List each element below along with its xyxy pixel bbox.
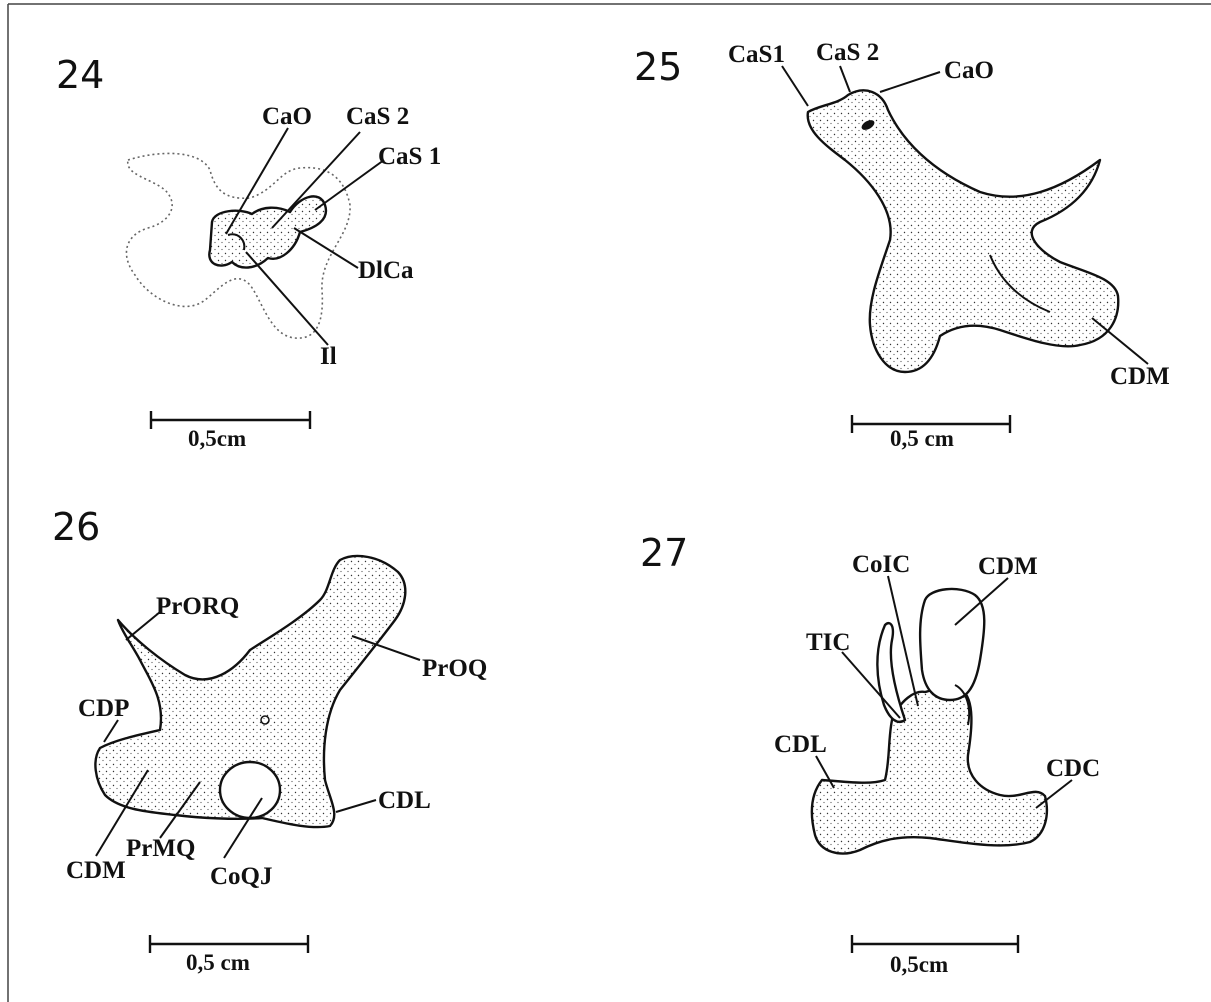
label-24-cao: CaO (262, 103, 312, 130)
figure-24-number: 24 (56, 53, 104, 97)
leader-26-cdp (104, 720, 118, 742)
figure-26-number: 26 (52, 505, 100, 549)
figure-25-scale-label: 0,5 cm (890, 426, 954, 451)
label-27-cdc: CDC (1046, 755, 1100, 782)
figure-25-bone (808, 90, 1119, 372)
leader-26-cdl (336, 800, 376, 812)
label-26-cdm: CDM (66, 857, 126, 884)
label-25-cao: CaO (944, 57, 994, 84)
figure-24-scale-label: 0,5cm (188, 426, 246, 451)
leader-25-cas1 (782, 66, 808, 106)
figure-27-scale-label: 0,5cm (890, 952, 948, 977)
label-27-cdl: CDL (774, 731, 827, 758)
label-26-proq: PrOQ (422, 655, 487, 682)
label-24-il: Il (320, 343, 337, 370)
label-27-coic: CoIC (852, 551, 910, 578)
leader-25-cdm (1092, 318, 1148, 364)
figure-25-number: 25 (634, 45, 682, 89)
figure-24: 24 CaO CaS 2 CaS 1 DlCa Il 0,5cm (56, 53, 441, 451)
figure-26: 26 PrORQ PrOQ CDP CDL CDM PrMQ CoQJ 0,5 … (52, 505, 487, 975)
leader-25-cao (880, 72, 940, 92)
label-26-prmq: PrMQ (126, 835, 195, 862)
label-27-tic: TIC (806, 629, 850, 656)
label-24-cas1: CaS 1 (378, 143, 441, 170)
label-24-cas2: CaS 2 (346, 103, 409, 130)
label-26-cdl: CDL (378, 787, 431, 814)
figure-26-condyle (220, 762, 280, 818)
figure-27-cdm-process (920, 589, 984, 700)
label-24-dlca: DlCa (358, 257, 414, 284)
figure-27-number: 27 (640, 531, 688, 575)
leader-24-dlca (294, 228, 358, 268)
figure-27-bone (812, 686, 1047, 854)
leader-26-prorq (126, 612, 160, 640)
figure-27-scale-bar (852, 935, 1018, 953)
label-25-cas1: CaS1 (728, 41, 785, 68)
label-26-coqj: CoQJ (210, 863, 273, 890)
figure-27: 27 CoIC CDM TIC CDL CDC 0,5cm (640, 531, 1100, 977)
leader-24-il (246, 252, 328, 345)
figure-25: 25 CaS1 CaS 2 CaO CDM 0,5 cm (634, 39, 1170, 451)
label-26-prorq: PrORQ (156, 593, 239, 620)
figure-26-scale-label: 0,5 cm (186, 950, 250, 975)
label-25-cdm: CDM (1110, 363, 1170, 390)
leader-25-cas2 (840, 66, 850, 92)
label-26-cdp: CDP (78, 695, 129, 722)
leader-24-cas1 (315, 160, 384, 210)
label-27-cdm: CDM (978, 553, 1038, 580)
label-25-cas2: CaS 2 (816, 39, 879, 66)
